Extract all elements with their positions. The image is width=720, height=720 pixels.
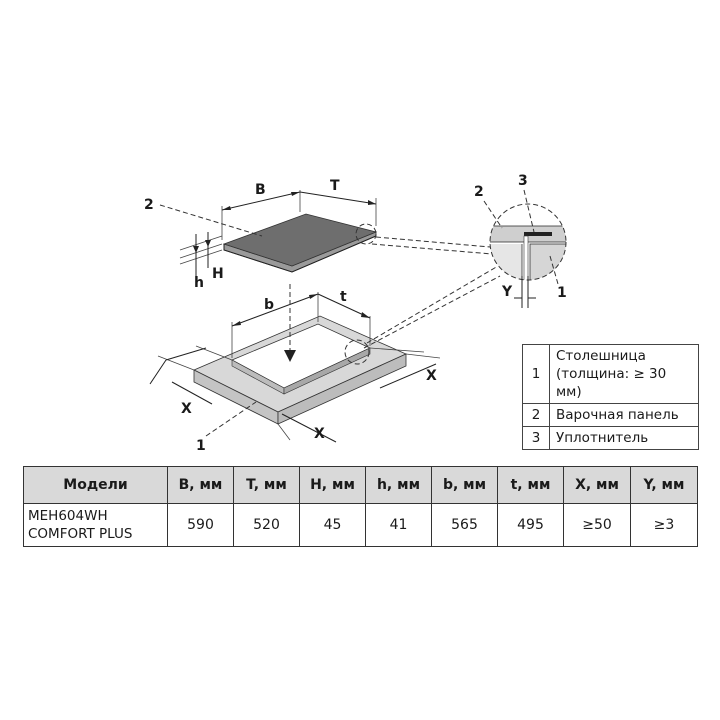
- leader-1-main: [205, 401, 257, 437]
- header-cell: t, мм: [497, 466, 564, 504]
- legend-row: 3 Уплотнитель: [522, 426, 699, 450]
- dim-X-right: X: [369, 347, 441, 389]
- label-2-main: 2: [144, 197, 154, 213]
- legend-line: Столешница: [556, 348, 646, 364]
- model-cell: MEH604WH COMFORT PLUS: [23, 503, 168, 547]
- model-line: MEH604WH: [28, 508, 108, 524]
- header-cell: H, мм: [299, 466, 366, 504]
- value-cell: 41: [365, 503, 432, 547]
- dim-B: B: [221, 182, 301, 240]
- value-cell: 495: [497, 503, 564, 547]
- header-cell: X, мм: [563, 466, 631, 504]
- hob-panel: [222, 213, 378, 273]
- legend-row: 1 Столешница (толщина: ≥ 30 мм): [522, 344, 699, 404]
- spec-table: Модели B, мм T, мм H, мм h, мм b, мм t, …: [23, 466, 698, 547]
- countertop-side: [277, 353, 407, 425]
- legend-num: 3: [522, 426, 550, 450]
- label-2-detail: 2: [474, 184, 484, 200]
- label-Y: Y: [501, 284, 513, 300]
- legend-num: 2: [522, 403, 550, 427]
- legend-num: 1: [522, 344, 550, 404]
- legend-text: Уплотнитель: [549, 426, 699, 450]
- value-cell: 565: [431, 503, 498, 547]
- header-cell: Модели: [23, 466, 168, 504]
- header-cell: B, мм: [167, 466, 234, 504]
- label-1-detail: 1: [557, 285, 567, 301]
- value-cell: 520: [233, 503, 300, 547]
- legend-text: Столешница (толщина: ≥ 30 мм): [549, 344, 699, 404]
- table-header-row: Модели B, мм T, мм H, мм h, мм b, мм t, …: [23, 466, 698, 504]
- label-T: T: [330, 178, 340, 194]
- header-cell: h, мм: [365, 466, 432, 504]
- dim-X-left: X: [149, 345, 233, 417]
- model-line: COMFORT PLUS: [28, 526, 133, 542]
- table-row: MEH604WH COMFORT PLUS 590 520 45 41 565 …: [23, 503, 698, 547]
- label-1-main: 1: [196, 438, 206, 454]
- dim-H-h: h H: [179, 232, 224, 291]
- label-t: t: [340, 289, 347, 305]
- legend-row: 2 Варочная панель: [522, 403, 699, 427]
- label-X-left: X: [181, 401, 192, 417]
- label-X-right: X: [426, 368, 437, 384]
- value-cell: 590: [167, 503, 234, 547]
- label-H: H: [212, 266, 224, 282]
- legend-text: Варочная панель: [549, 403, 699, 427]
- legend-table: 1 Столешница (толщина: ≥ 30 мм) 2 Варочн…: [522, 344, 699, 450]
- label-X-bottom: X: [314, 426, 325, 442]
- seal-circle-hob: [355, 223, 377, 245]
- header-cell: T, мм: [233, 466, 300, 504]
- countertop-frame: [193, 315, 407, 425]
- header-cell: b, мм: [431, 466, 498, 504]
- label-B: B: [255, 182, 266, 198]
- seal-circle-cutout: [344, 339, 370, 365]
- hob-top: [222, 213, 378, 267]
- dim-b: b: [231, 292, 319, 358]
- value-cell: ≥3: [630, 503, 698, 547]
- value-cell: 45: [299, 503, 366, 547]
- dim-T: T: [299, 178, 377, 226]
- dim-X-bottom: X: [277, 413, 337, 443]
- installation-diagram: B T h H 2: [144, 173, 567, 454]
- leader-2-main: [159, 204, 263, 237]
- label-b: b: [264, 297, 274, 313]
- legend-line: (толщина: ≥ 30 мм): [556, 366, 667, 400]
- label-h: h: [194, 275, 204, 291]
- header-cell: Y, мм: [630, 466, 698, 504]
- value-cell: ≥50: [563, 503, 631, 547]
- label-3-detail: 3: [518, 173, 528, 189]
- detail-view: Y 2 3 1: [474, 173, 567, 308]
